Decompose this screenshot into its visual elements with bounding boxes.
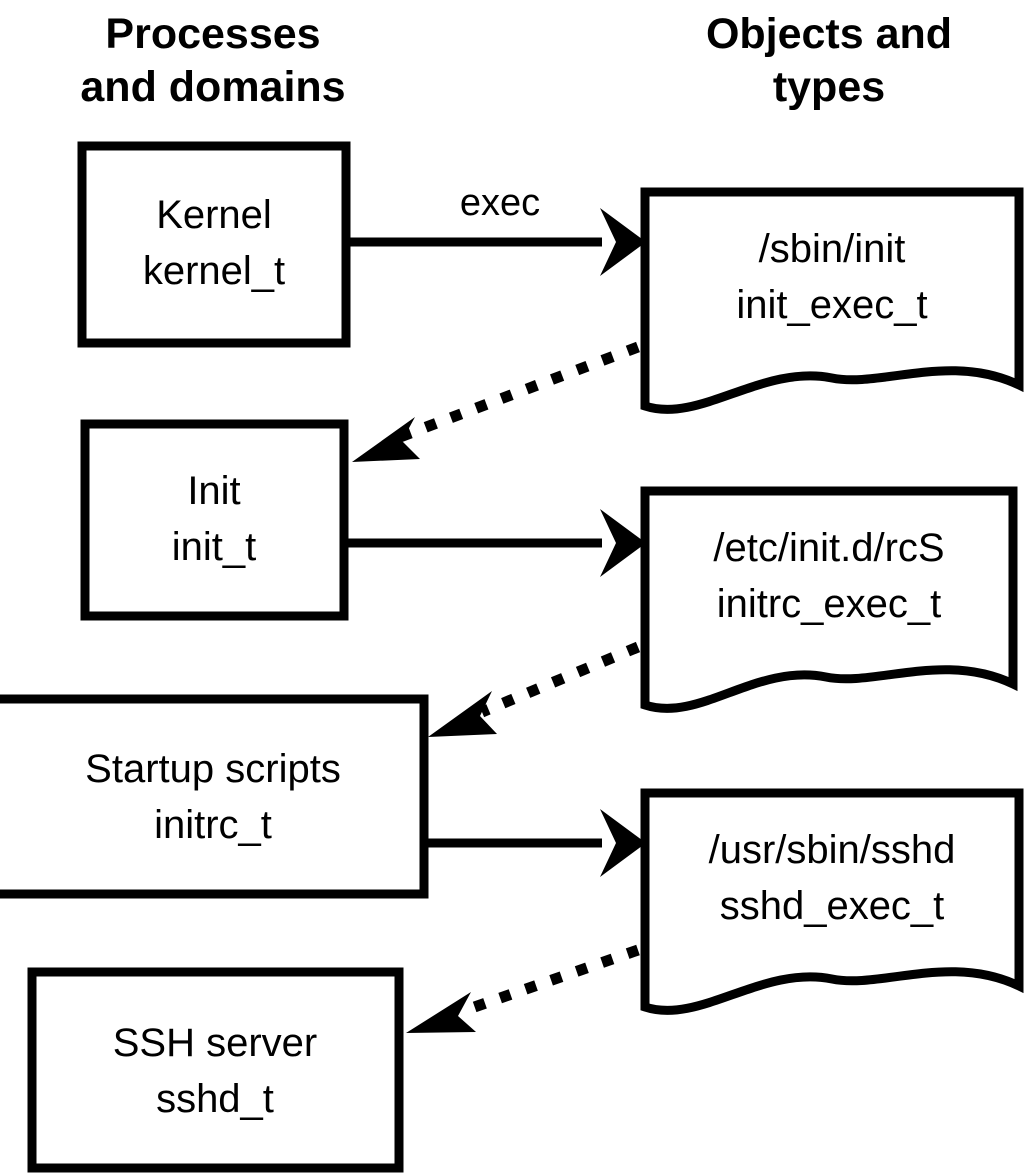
node-init_exec-line2: init_exec_t	[736, 283, 927, 327]
edge-init-exec-initrc_exec	[348, 509, 646, 577]
edge-line-init_exec-transition	[398, 341, 640, 443]
node-sshd-line2: sshd_t	[156, 1077, 274, 1121]
node-initrc-line2: initrc_t	[154, 803, 272, 847]
column-header-objects-line2: types	[773, 63, 885, 111]
node-initrc_exec-line1: /etc/init.d/rcS	[713, 526, 944, 570]
node-init-box[interactable]	[80, 419, 349, 621]
node-initrc-line1: Startup scripts	[85, 747, 341, 791]
arrow-head-initrc_exec-transition	[428, 691, 497, 737]
arrow-head-init-exec	[600, 509, 646, 577]
node-initrc-box[interactable]	[0, 694, 429, 899]
edge-sshd_exec-transition-sshd	[406, 944, 640, 1033]
node-kernel-box[interactable]	[77, 141, 351, 348]
edge-label-exec: exec	[460, 182, 540, 224]
arrow-head-kernel-exec	[600, 208, 646, 276]
arrow-head-initrc-exec	[600, 809, 646, 877]
node-init_exec[interactable]: /sbin/init init_exec_t	[640, 187, 1024, 414]
node-initrc_exec-document[interactable]	[640, 486, 1018, 713]
node-sshd-box[interactable]	[27, 967, 404, 1173]
node-init_exec-document[interactable]	[640, 187, 1024, 414]
edge-line-sshd_exec-transition	[461, 944, 640, 1017]
column-header-processes-line1: Processes	[105, 10, 320, 58]
node-kernel[interactable]: Kernel kernel_t	[77, 141, 351, 348]
edge-kernel-exec-init_exec: exec	[350, 182, 646, 276]
arrow-head-init_exec-transition	[352, 417, 420, 462]
node-sshd_exec-line2: sshd_exec_t	[720, 884, 945, 928]
node-initrc_exec[interactable]: /etc/init.d/rcS initrc_exec_t	[640, 486, 1018, 713]
column-header-objects-line1: Objects and	[706, 10, 952, 58]
edge-initrc-exec-sshd_exec	[426, 809, 646, 877]
column-header-objects: Objects and types	[706, 10, 952, 111]
node-init-line2: init_t	[172, 525, 257, 569]
node-initrc[interactable]: Startup scripts initrc_t	[0, 694, 429, 899]
edge-initrc_exec-transition-initrc	[428, 641, 641, 737]
node-init[interactable]: Init init_t	[80, 419, 349, 621]
edge-init_exec-transition-init	[352, 341, 640, 462]
node-initrc_exec-line2: initrc_exec_t	[717, 582, 942, 626]
node-kernel-line2: kernel_t	[143, 249, 285, 293]
column-header-processes-line2: and domains	[80, 63, 345, 111]
node-kernel-line1: Kernel	[156, 193, 272, 237]
node-init-line1: Init	[187, 469, 240, 513]
node-sshd[interactable]: SSH server sshd_t	[27, 967, 404, 1173]
node-sshd_exec-line1: /usr/sbin/sshd	[709, 828, 956, 872]
column-header-processes: Processes and domains	[80, 10, 345, 111]
node-sshd_exec[interactable]: /usr/sbin/sshd sshd_exec_t	[640, 788, 1024, 1015]
node-init_exec-line1: /sbin/init	[759, 227, 906, 271]
arrow-head-sshd_exec-transition	[406, 992, 476, 1033]
node-sshd-line1: SSH server	[113, 1021, 318, 1065]
edge-line-initrc_exec-transition	[479, 641, 641, 718]
node-sshd_exec-document[interactable]	[640, 788, 1024, 1015]
